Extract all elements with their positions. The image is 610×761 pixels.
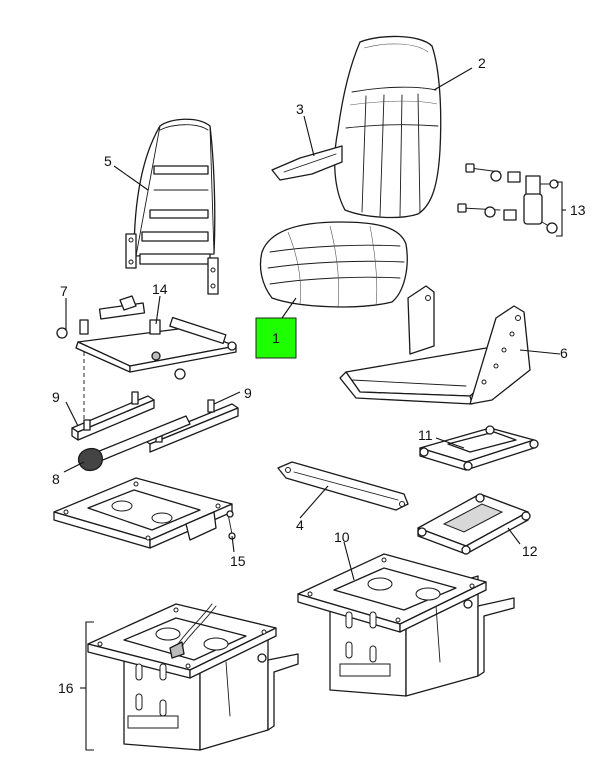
callout-12[interactable]: 12 — [522, 543, 538, 559]
callout-10[interactable]: 10 — [334, 529, 350, 545]
seat-base-plate-part[interactable] — [53, 477, 236, 549]
leader-lines — [63, 67, 566, 751]
callout-labels: 2 3 4 5 6 7 8 9 9 10 11 12 13 14 15 16 — [52, 55, 586, 696]
callout-11[interactable]: 11 — [418, 427, 433, 443]
callout-2[interactable]: 2 — [478, 55, 486, 71]
callout-6[interactable]: 6 — [560, 345, 568, 361]
callout-16[interactable]: 16 — [58, 680, 74, 696]
seat-back-cushion-part[interactable] — [334, 35, 442, 219]
seat-side-panel-part[interactable] — [271, 145, 343, 181]
callout-3[interactable]: 3 — [296, 101, 304, 117]
slide-plate-assembly-part[interactable] — [56, 295, 237, 380]
callout-13[interactable]: 13 — [570, 202, 586, 218]
seat-slide-rail-part[interactable] — [71, 391, 239, 453]
suspension-link-part[interactable] — [419, 425, 539, 471]
seat-pan-frame-part[interactable] — [339, 285, 531, 405]
seat-back-frame-part[interactable] — [125, 118, 219, 295]
callout-5[interactable]: 5 — [104, 153, 112, 169]
callout-14[interactable]: 14 — [152, 281, 168, 297]
seat-release-handle-part[interactable] — [77, 415, 191, 472]
highlight-box — [255, 317, 297, 359]
callout-8[interactable]: 8 — [52, 471, 60, 487]
callout-9-right[interactable]: 9 — [244, 385, 252, 401]
seat-cushion-part[interactable] — [259, 221, 408, 309]
callout-1-label: 1 — [272, 330, 280, 346]
callout-9-left[interactable]: 9 — [52, 389, 60, 405]
link-assembly-part[interactable] — [417, 493, 531, 555]
cross-brace-part[interactable] — [277, 461, 409, 511]
riser-base-right-part[interactable] — [297, 553, 515, 697]
callout-15[interactable]: 15 — [230, 553, 246, 569]
callout-7[interactable]: 7 — [60, 283, 68, 299]
shock-absorber-kit-part[interactable] — [457, 163, 559, 234]
callout-4[interactable]: 4 — [296, 517, 304, 533]
riser-base-left-part[interactable] — [87, 603, 299, 751]
highlighted-item-1[interactable]: 1 — [255, 317, 297, 359]
